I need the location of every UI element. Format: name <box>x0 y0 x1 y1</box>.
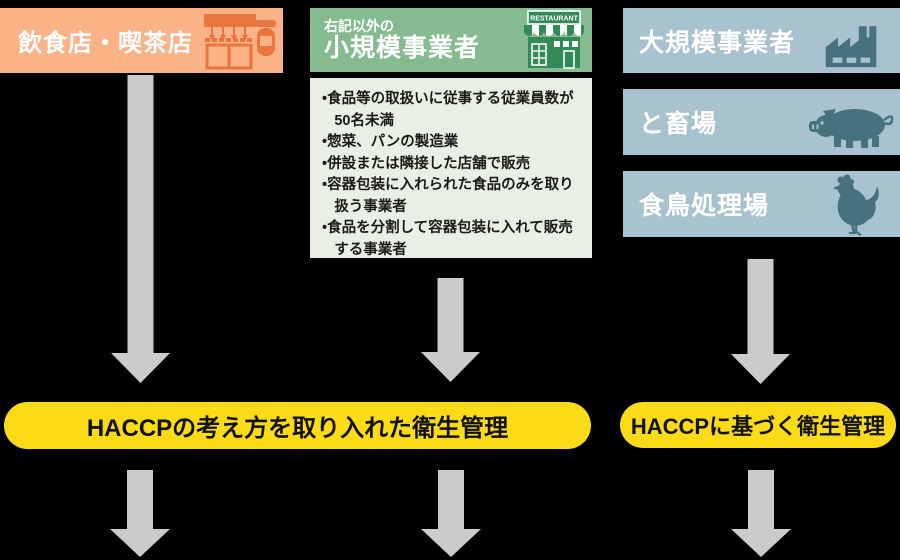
criteria-item: 容器包装に入れられた食品のみを取り扱う事業者 <box>322 175 582 218</box>
down-arrow <box>731 259 790 384</box>
poultry-plant-label: 食鳥処理場 <box>639 192 770 220</box>
haccp-based-pill: HACCPに基づく衛生管理 <box>620 402 896 448</box>
down-arrow <box>110 470 170 557</box>
criteria-item: 併設または隣接した店舗で販売 <box>322 154 582 176</box>
haccp-approach-label: HACCPの考え方を取り入れた衛生管理 <box>86 415 509 442</box>
factory-icon <box>825 26 877 68</box>
category-box-small-business: 右記以外の 小規模事業者 RESTAURANT <box>310 8 592 72</box>
large-business-label: 大規模事業者 <box>639 28 796 57</box>
haccp-approach-pill: HACCPの考え方を取り入れた衛生管理 <box>4 402 591 449</box>
down-arrow <box>111 75 170 383</box>
criteria-item: 食品等の取扱いに従事する従業員数が50名未満 <box>322 89 582 132</box>
pig-icon <box>809 109 894 148</box>
down-arrow <box>731 470 791 557</box>
criteria-item: 食品を分割して容器包装に入れて販売する事業者 <box>322 218 582 261</box>
slaughterhouse-label: と畜場 <box>639 110 718 138</box>
chicken-icon <box>833 174 879 236</box>
criteria-list: 食品等の取扱いに従事する従業員数が50名未満 惣菜、パンの製造業 併設または隣接… <box>322 89 582 261</box>
down-arrow <box>421 278 480 382</box>
small-business-title: 小規模事業者 <box>324 33 481 62</box>
restaurant-storefront-icon: RESTAURANT <box>524 10 584 69</box>
small-business-criteria-panel: 食品等の取扱いに従事する従業員数が50名未満 惣菜、パンの製造業 併設または隣接… <box>310 78 592 258</box>
restaurant-cafe-label: 飲食店・喫茶店 <box>18 30 193 57</box>
small-business-subtitle: 右記以外の <box>324 17 394 34</box>
small-business-heading: 右記以外の 小規模事業者 <box>324 18 480 63</box>
category-box-large-business: 大規模事業者 <box>623 8 900 73</box>
restaurant-sign-text: RESTAURANT <box>530 16 578 23</box>
down-arrow <box>421 470 481 557</box>
cafe-storefront-icon <box>204 14 276 70</box>
criteria-item: 惣菜、パンの製造業 <box>322 132 582 154</box>
category-box-restaurant-cafe: 飲食店・喫茶店 <box>0 8 283 73</box>
category-box-slaughterhouse: と畜場 <box>623 89 900 155</box>
category-box-poultry-plant: 食鳥処理場 <box>623 171 900 237</box>
haccp-based-label: HACCPに基づく衛生管理 <box>630 414 886 439</box>
